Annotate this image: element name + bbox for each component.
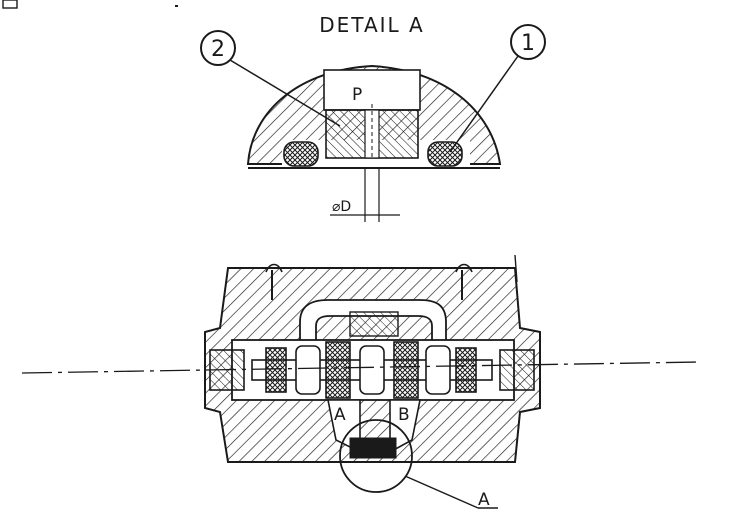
pressure-chamber <box>323 69 421 111</box>
o-ring-left <box>283 141 319 167</box>
detail-leader <box>404 475 479 509</box>
o-ring-right <box>427 141 463 167</box>
detail-title: DETAIL A <box>319 13 424 37</box>
spool-land-5 <box>425 345 451 395</box>
corner-mark <box>2 0 18 9</box>
diameter-label: ⌀D <box>332 199 351 215</box>
port-b-channel <box>389 399 421 454</box>
callout-1-leader <box>449 55 519 153</box>
spool-land-2 <box>325 341 351 399</box>
valve-section-view: A B A <box>21 254 701 510</box>
detail-reference-label: A <box>478 490 490 510</box>
spool-land-1 <box>295 345 321 395</box>
channel-bridge <box>349 311 399 337</box>
callout-2-leader <box>229 59 341 127</box>
stud-left-head <box>265 263 283 273</box>
detail-circle <box>339 419 413 493</box>
dust-speck <box>175 5 178 7</box>
spool-land-4 <box>393 341 419 399</box>
bottom-plate <box>349 437 397 459</box>
spring-left <box>265 347 287 393</box>
callout-bubble-2 <box>200 30 236 66</box>
stud-right-head <box>455 263 473 273</box>
end-cap-right <box>499 349 535 391</box>
detail-a-view: DETAIL A P 2 1 ⌀D <box>200 13 546 222</box>
port-b-label: B <box>398 405 410 425</box>
callout-bubble-1 <box>510 24 546 60</box>
pressure-port-label: P <box>352 85 362 105</box>
spool-land-3 <box>359 345 385 395</box>
port-a-label: A <box>334 405 346 425</box>
edge-mark <box>514 254 518 283</box>
spring-right <box>455 347 477 393</box>
spool-centerline <box>21 361 701 374</box>
callout-1-label: 1 <box>521 31 535 56</box>
callout-2-label: 2 <box>211 37 225 62</box>
